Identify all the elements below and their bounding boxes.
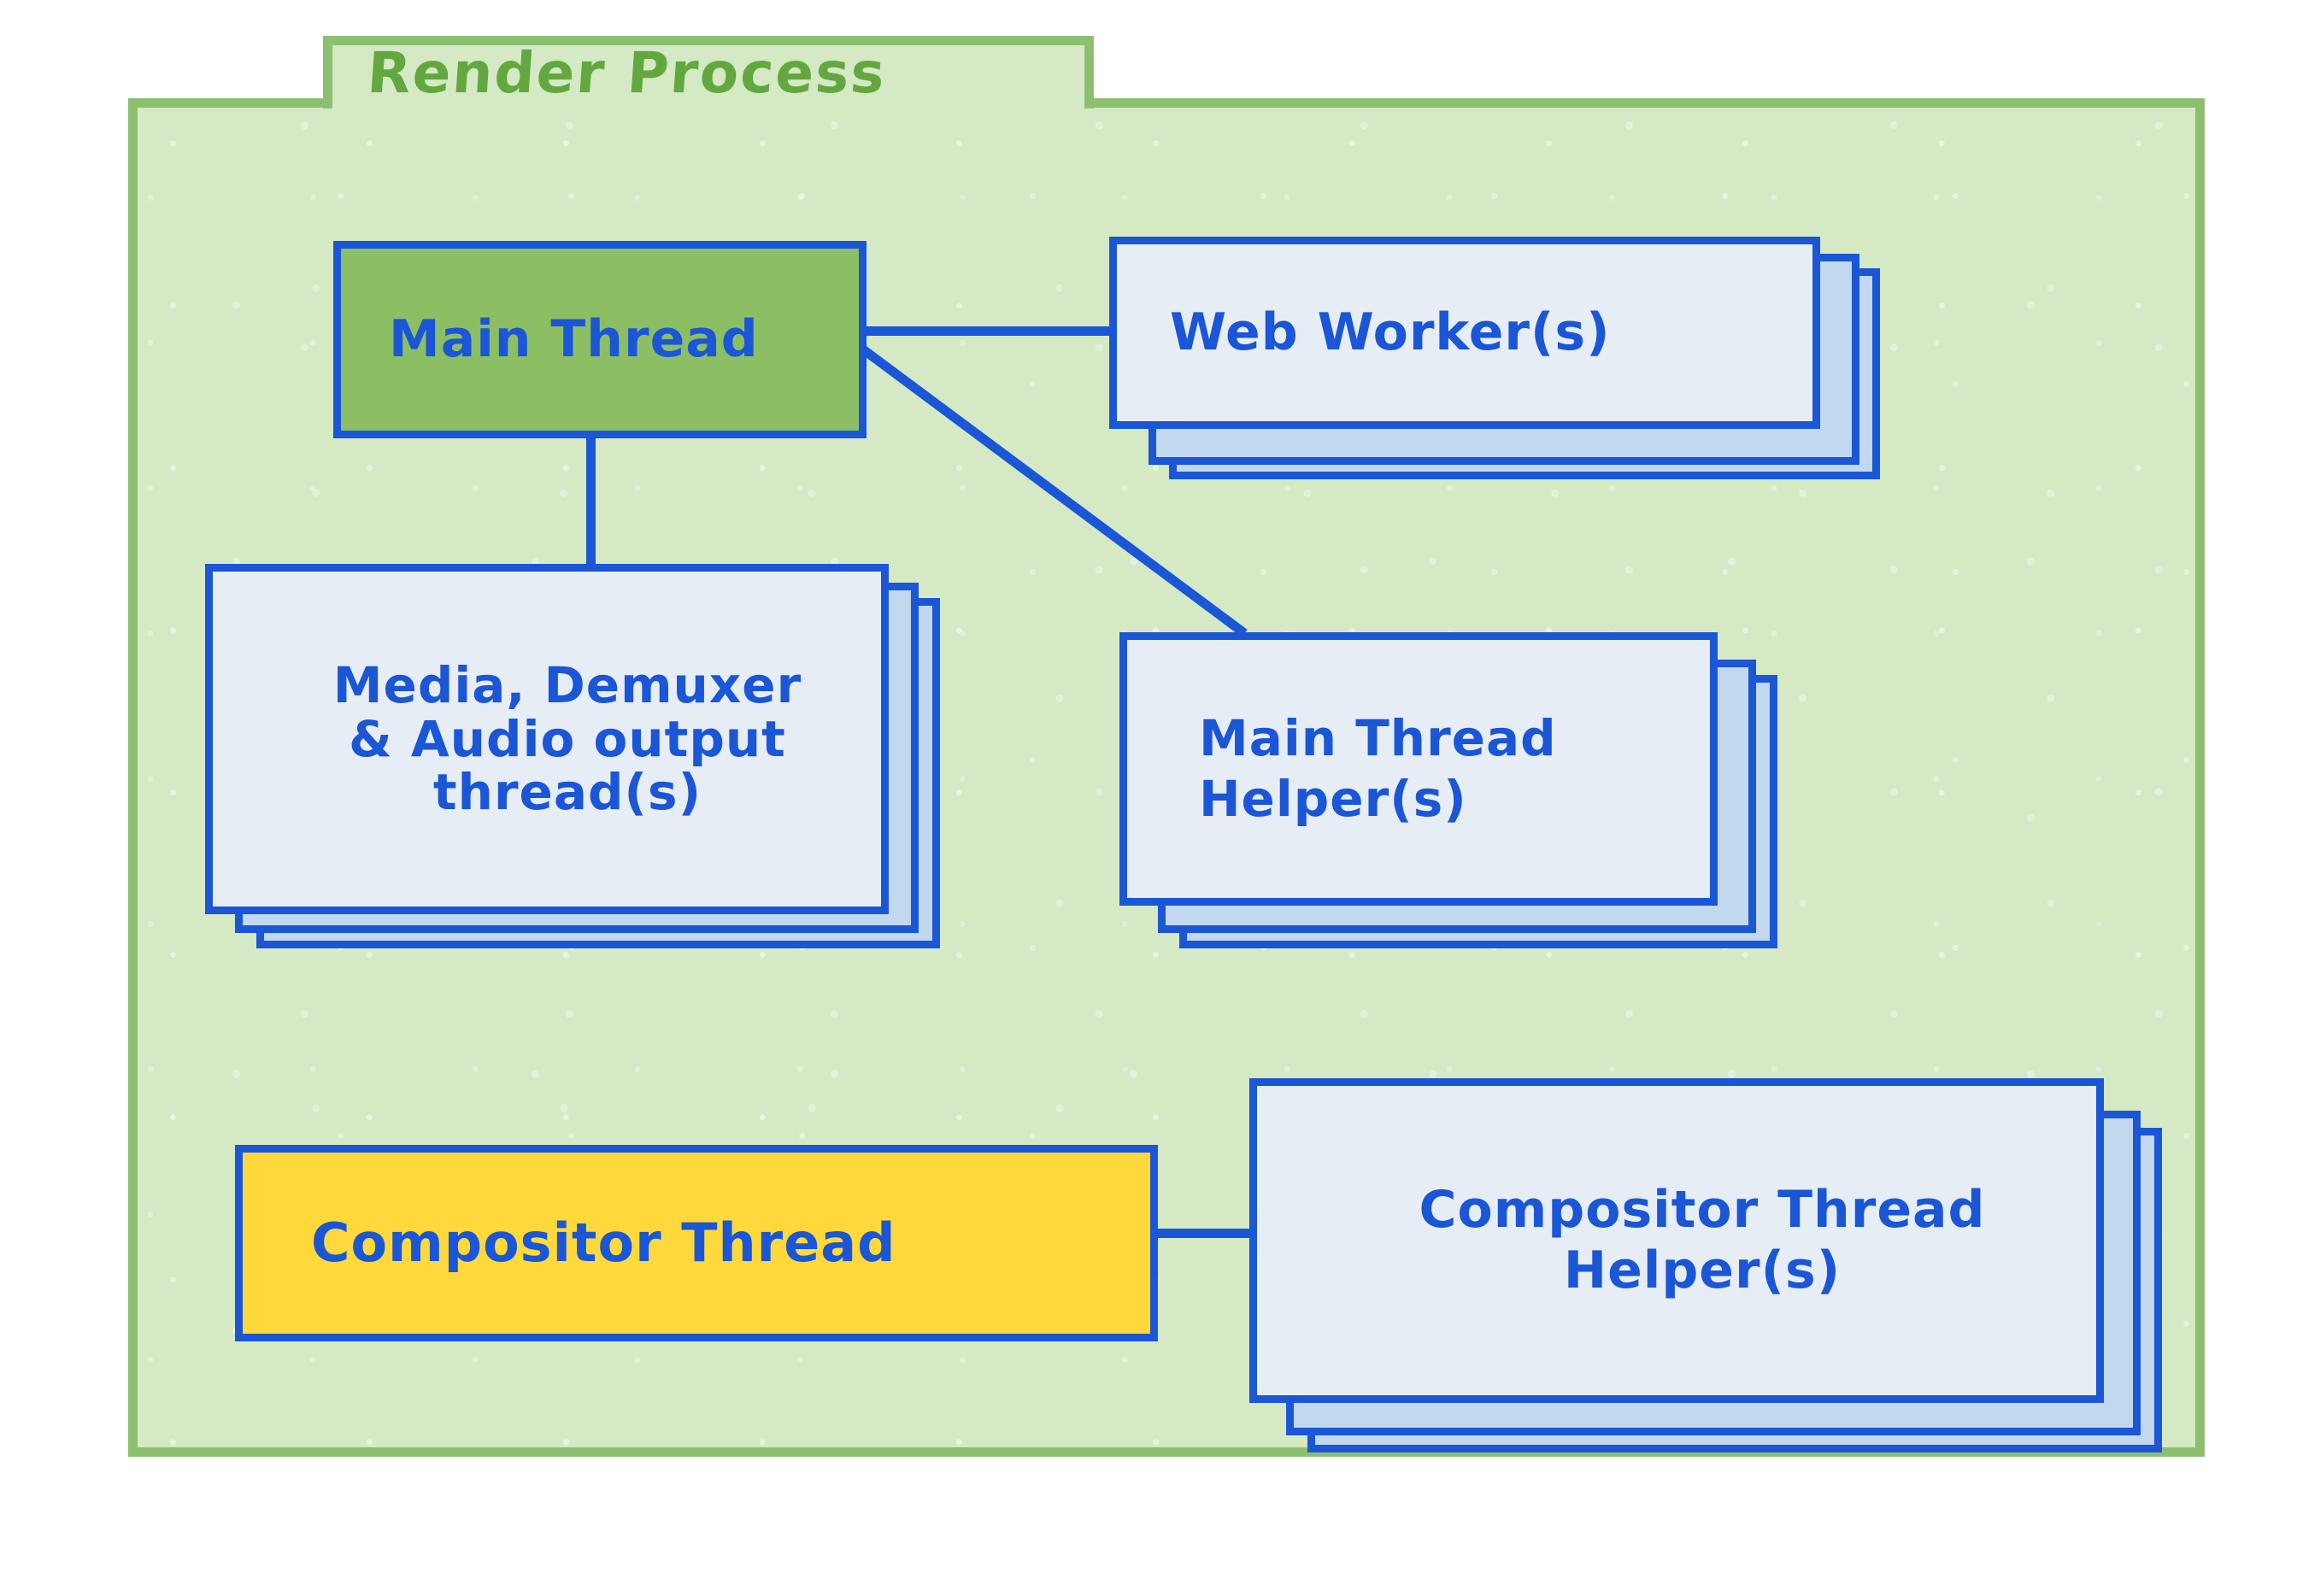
node-main-thread[interactable]: Main Thread (333, 241, 867, 438)
node-compositor-thread-helpers-label: Compositor Thread Helper(s) (1419, 1180, 1986, 1300)
node-media-demuxer-label: Media, Demuxer & Audio output thread(s) (332, 656, 802, 822)
node-compositor-thread[interactable]: Compositor Thread (235, 1145, 1158, 1341)
connector-compositor-thread-to-helpers (1152, 1229, 1252, 1238)
connector-main-thread-to-media-demuxer (586, 437, 596, 566)
connector-main-thread-to-web-workers (866, 326, 1109, 336)
node-media-demuxer[interactable]: Media, Demuxer & Audio output thread(s) (205, 564, 889, 914)
page-title: Render Process (365, 40, 889, 106)
node-main-thread-helpers[interactable]: Main Thread Helper(s) (1119, 632, 1718, 906)
render-process-title-tab (323, 36, 1094, 109)
node-compositor-thread-helpers[interactable]: Compositor Thread Helper(s) (1249, 1078, 2104, 1403)
node-main-thread-label: Main Thread (389, 308, 759, 369)
node-main-thread-helpers-label: Main Thread Helper(s) (1199, 709, 1557, 828)
node-compositor-thread-label: Compositor Thread (311, 1212, 896, 1275)
connector-main-thread-to-main-thread-helpers (853, 340, 1248, 637)
node-web-workers-label: Web Worker(s) (1170, 302, 1611, 362)
node-web-workers[interactable]: Web Worker(s) (1109, 237, 1820, 429)
